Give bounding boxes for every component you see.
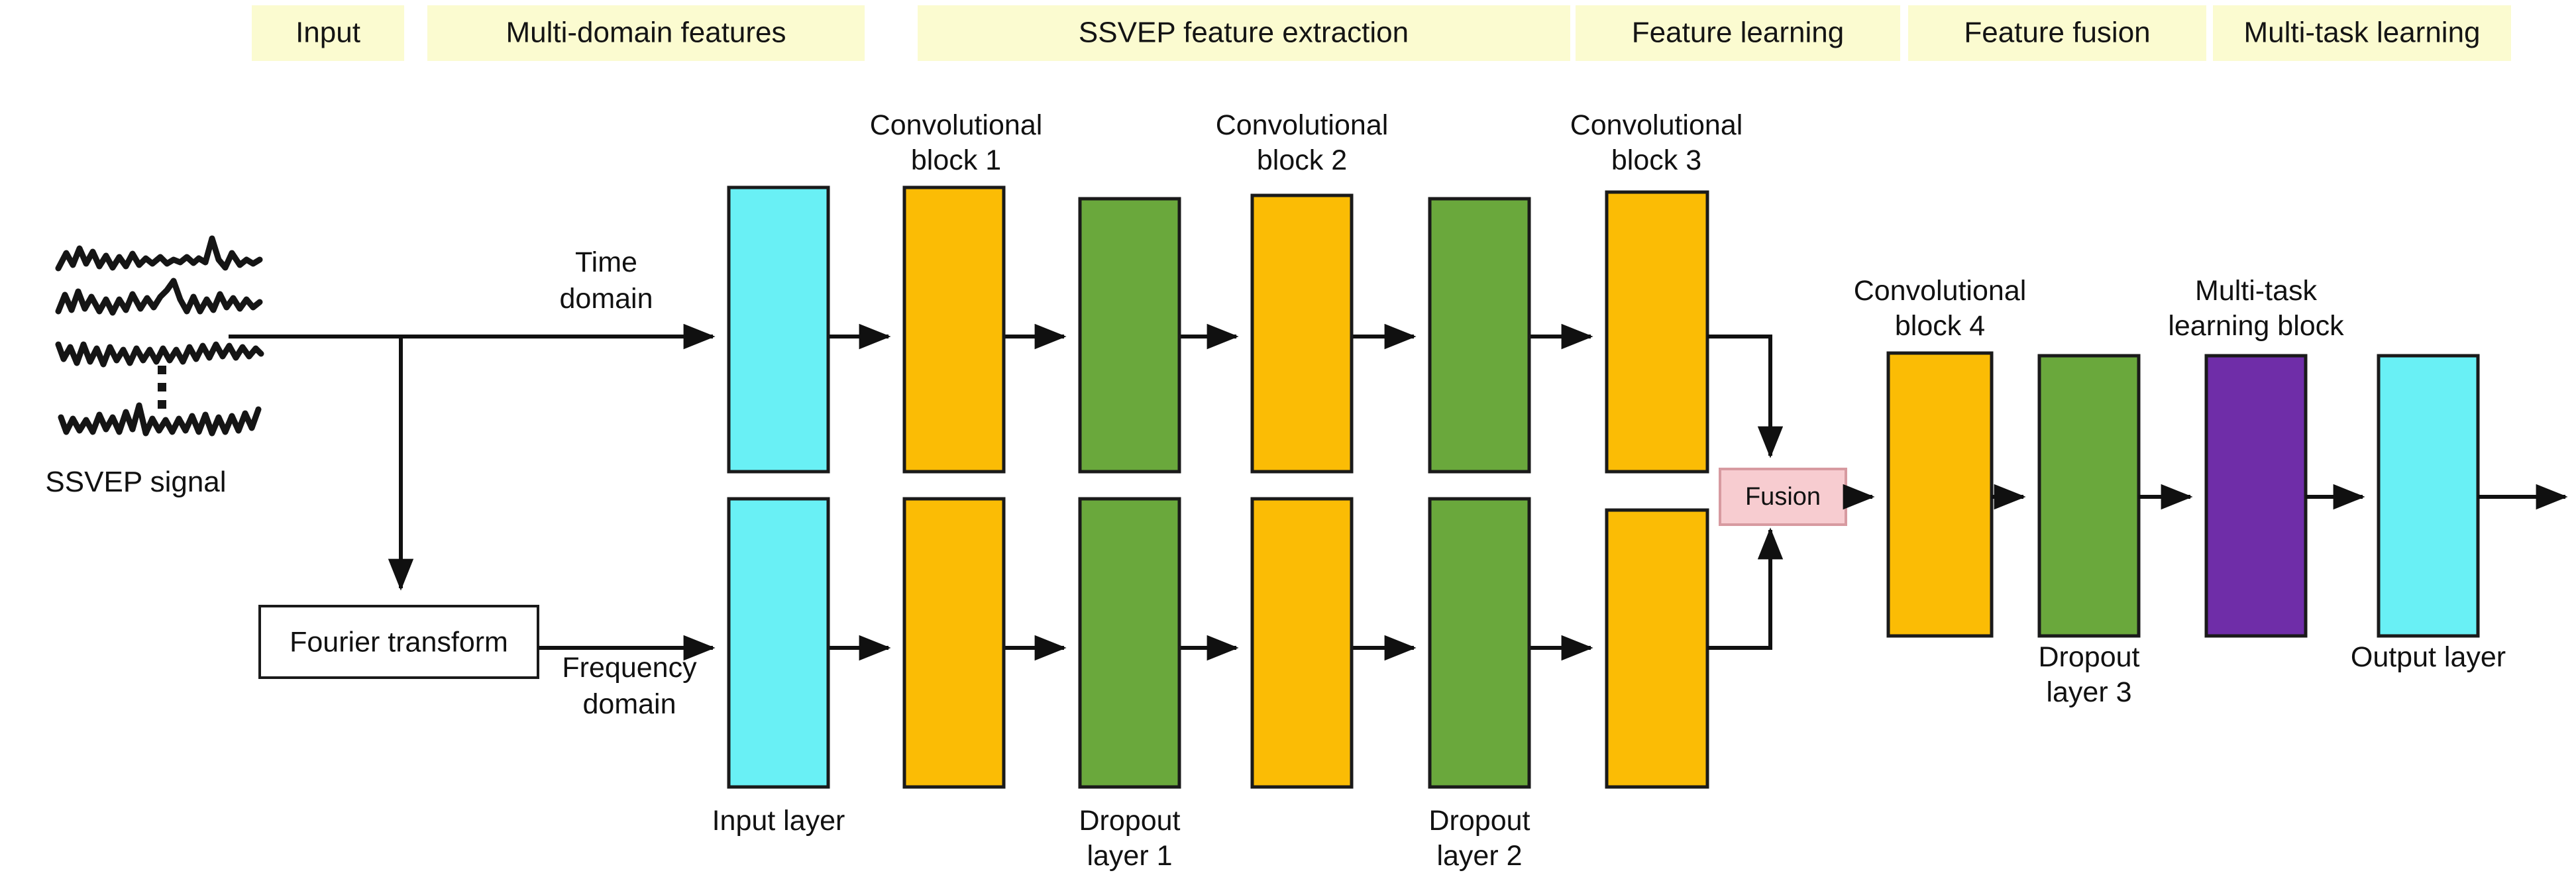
block-conv3-top[interactable] (1605, 190, 1709, 474)
edge-conv3-top-to-fusion (1707, 335, 1784, 458)
label-dropout-layer-3: Dropout layer 3 (2039, 641, 2140, 708)
phase-label-multi-task: Multi-task learning (2243, 17, 2480, 49)
block-conv1-top[interactable] (902, 185, 1006, 474)
fourier-transform-box[interactable]: Fourier transform (258, 605, 539, 679)
svg-text:Convolutional: Convolutional (1216, 109, 1389, 141)
label-conv-block-1: Convolutional block 1 (870, 109, 1043, 176)
phase-label-multi-domain: Multi-domain features (506, 17, 786, 49)
fourier-transform-label: Fourier transform (290, 626, 508, 658)
svg-text:layer 2: layer 2 (1436, 840, 1522, 872)
fusion-label: Fusion (1745, 483, 1821, 511)
label-conv-block-3: Convolutional block 3 (1570, 109, 1743, 176)
phase-band-ssvep: SSVEP feature extraction (918, 5, 1570, 61)
phase-label-feature-learning: Feature learning (1632, 17, 1844, 49)
edge-conv3-bottom-to-fusion (1707, 527, 1784, 650)
label-multi-task-learning-block: Multi-task learning block (2168, 275, 2344, 342)
eeg-trace-2 (55, 278, 263, 316)
eeg-trace-n (58, 402, 262, 437)
block-dropout2-top[interactable] (1428, 197, 1531, 474)
phase-band-feature-fusion: Feature fusion (1908, 5, 2206, 61)
svg-text:Dropout: Dropout (1079, 805, 1181, 837)
svg-text:layer 1: layer 1 (1087, 840, 1172, 872)
signal-ellipsis-dots (158, 366, 166, 409)
svg-text:Multi-task: Multi-task (2195, 275, 2317, 307)
svg-text:Convolutional: Convolutional (1854, 275, 2027, 307)
top-branch-blocks (727, 185, 1709, 474)
phase-label-feature-fusion: Feature fusion (1964, 17, 2150, 49)
label-dropout-layer-2: Dropout layer 2 (1429, 805, 1530, 872)
block-labels-above: Convolutional block 1 Convolutional bloc… (870, 109, 2344, 342)
edge-label-time-domain: Time domain (559, 246, 653, 315)
block-dropout1-top[interactable] (1078, 197, 1181, 474)
label-conv-block-4: Convolutional block 4 (1854, 275, 2027, 342)
svg-text:Frequency: Frequency (562, 652, 697, 684)
svg-text:domain: domain (559, 283, 653, 315)
svg-text:Dropout: Dropout (2039, 641, 2140, 673)
fusion-box[interactable]: Fusion (1719, 468, 1847, 526)
block-conv2-top[interactable] (1250, 193, 1354, 474)
phase-label-input: Input (295, 17, 360, 49)
block-dropout1-bottom[interactable] (1078, 497, 1181, 789)
block-output-layer[interactable] (2377, 354, 2480, 638)
fusion-routing (1707, 335, 1784, 650)
label-output-layer: Output layer (2351, 641, 2506, 673)
svg-text:block 2: block 2 (1257, 144, 1347, 176)
label-dropout-layer-1: Dropout layer 1 (1079, 805, 1181, 872)
label-conv-block-2: Convolutional block 2 (1216, 109, 1389, 176)
block-labels-below: Input layer Dropout layer 1 Dropout laye… (712, 641, 2506, 872)
block-input-layer-top[interactable] (727, 185, 830, 474)
svg-text:Time: Time (575, 246, 637, 278)
phase-banner-row: Input Multi-domain features SSVEP featur… (252, 5, 2511, 61)
ssvep-signal-group: SSVEP signal (45, 235, 264, 498)
block-dropout2-bottom[interactable] (1428, 497, 1531, 789)
ssvep-signal-caption: SSVEP signal (45, 466, 226, 498)
svg-text:learning block: learning block (2168, 310, 2344, 342)
block-conv3-bottom[interactable] (1605, 508, 1709, 789)
phase-band-multi-task: Multi-task learning (2213, 5, 2511, 61)
tail-blocks (1886, 351, 2480, 638)
block-dropout3[interactable] (2037, 354, 2141, 638)
eeg-trace-1 (55, 235, 263, 272)
block-conv1-bottom[interactable] (902, 497, 1006, 789)
bottom-branch-blocks (727, 497, 1709, 789)
phase-label-ssvep: SSVEP feature extraction (1079, 17, 1409, 49)
block-input-layer-bottom[interactable] (727, 497, 830, 789)
block-conv2-bottom[interactable] (1250, 497, 1354, 789)
svg-text:block 3: block 3 (1611, 144, 1701, 176)
svg-text:block 1: block 1 (911, 144, 1001, 176)
phase-band-multi-domain: Multi-domain features (427, 5, 865, 61)
svg-text:Convolutional: Convolutional (870, 109, 1043, 141)
label-input-layer: Input layer (712, 805, 845, 837)
svg-text:block 4: block 4 (1895, 310, 1985, 342)
phase-band-feature-learning: Feature learning (1576, 5, 1900, 61)
eeg-trace-3 (55, 341, 264, 368)
svg-text:Convolutional: Convolutional (1570, 109, 1743, 141)
block-conv4[interactable] (1886, 351, 1994, 638)
block-multi-task-learning[interactable] (2204, 354, 2308, 638)
phase-band-input: Input (252, 5, 404, 61)
svg-text:Dropout: Dropout (1429, 805, 1530, 837)
edge-label-frequency-domain: Frequency domain (562, 652, 697, 720)
svg-text:Input layer: Input layer (712, 805, 845, 837)
svg-text:layer 3: layer 3 (2046, 676, 2131, 708)
svg-text:domain: domain (582, 688, 676, 720)
input-routing (229, 323, 716, 591)
svg-text:Output layer: Output layer (2351, 641, 2506, 673)
